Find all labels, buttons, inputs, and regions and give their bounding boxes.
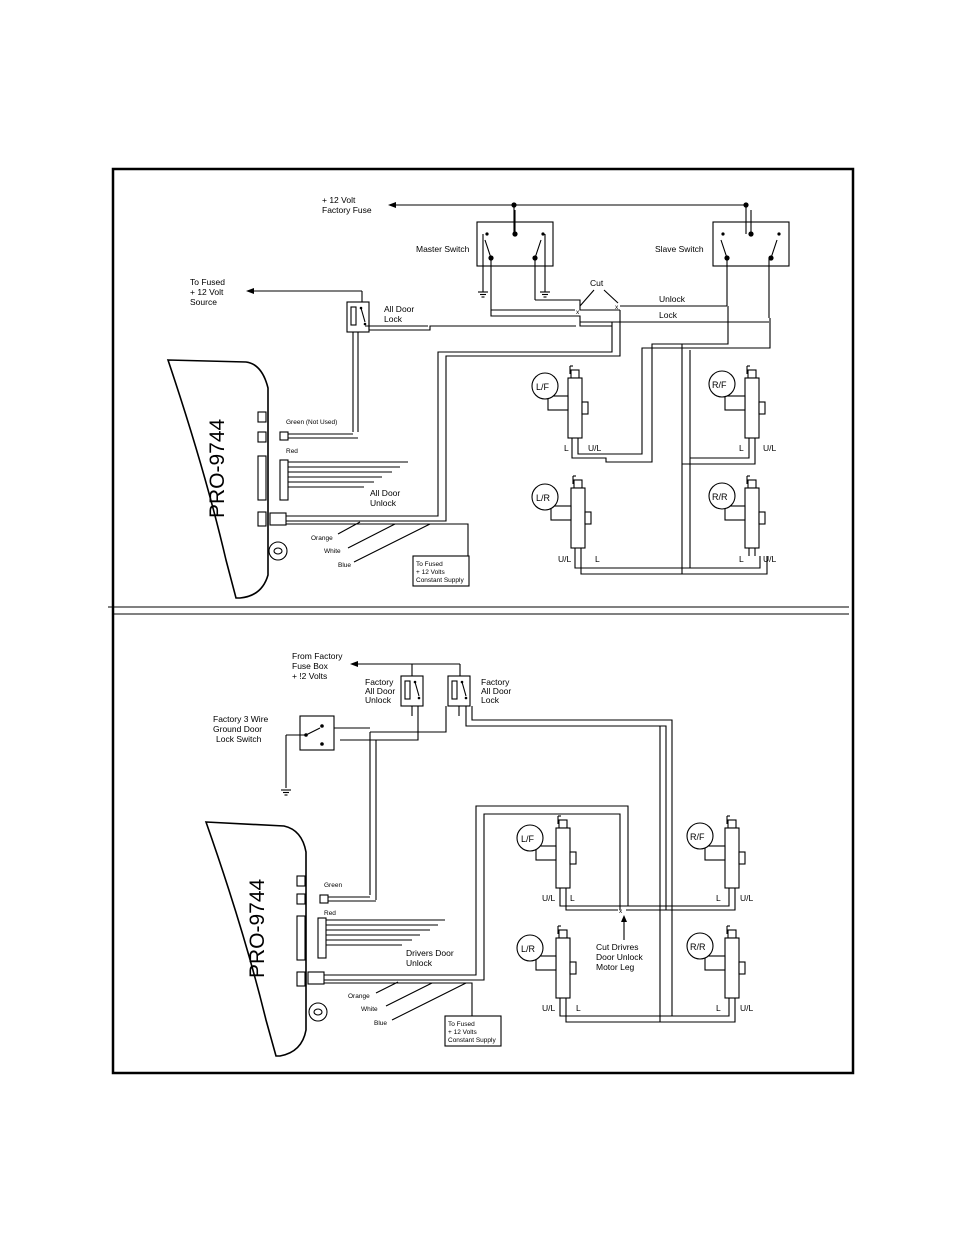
top-blue: Blue [338, 562, 351, 569]
bottom-lf-ul: U/L [542, 893, 556, 903]
bottom-supply-1: To Fused [448, 1021, 475, 1028]
top-red: Red [286, 448, 298, 455]
top-rr-ul: U/L [763, 554, 777, 564]
outer-frame [111, 167, 855, 1075]
top-door-lr: L/R [536, 493, 551, 503]
top-rf-ul: U/L [763, 443, 777, 453]
svg-text:x: x [619, 908, 623, 915]
fuse-box-1: From Factory [292, 651, 343, 661]
factory-lock-3: Lock [481, 695, 500, 705]
top-rr-l: L [739, 554, 744, 564]
bottom-door-rf: R/F [690, 832, 705, 842]
fused-source-3: Source [190, 297, 217, 307]
all-door-unlock-1: All Door [370, 488, 400, 498]
all-door-unlock-2: Unlock [370, 498, 397, 508]
bottom-rf-ul: U/L [740, 893, 754, 903]
master-switch [476, 209, 554, 267]
module-bottom: PRO-9744 [204, 821, 328, 1057]
bottom-rf-l: L [716, 893, 721, 903]
top-lf-ul: U/L [588, 443, 602, 453]
top-lr-l: L [595, 554, 600, 564]
bottom-lf-l: L [570, 893, 575, 903]
bottom-red: Red [324, 910, 336, 917]
ground-switch-2: Ground Door [213, 724, 262, 734]
slave-switch-label: Slave Switch [655, 244, 704, 254]
fuse-box-2: Fuse Box [292, 661, 329, 671]
fuse-box-3: + !2 Volts [292, 671, 327, 681]
factory-unlock-3: Unlock [365, 695, 392, 705]
bottom-white: White [361, 1006, 378, 1013]
factory-unlock-2: All Door [365, 686, 395, 696]
ground-switch [299, 715, 335, 751]
svg-text:x: x [615, 304, 619, 311]
bottom-orange: Orange [348, 993, 370, 1000]
factory-unlock-1: Factory [365, 677, 394, 687]
actuator-bottom-rr [704, 925, 746, 1007]
actuator-top-lr [550, 475, 592, 557]
cut-note-2: Door Unlock [596, 952, 644, 962]
bottom-supply-3: Constant Supply [448, 1037, 496, 1044]
top-fuse-label-1: + 12 Volt [322, 195, 356, 205]
top-panel: + 12 Volt Factory Fuse Master Switch Sla… [166, 195, 790, 599]
all-door-lock-1: All Door [384, 304, 414, 314]
top-lf-l: L [564, 443, 569, 453]
top-door-rf: R/F [712, 380, 727, 390]
drivers-unlock-1: Drivers Door [406, 948, 454, 958]
module-top-label: PRO-9744 [206, 418, 229, 518]
top-lr-ul: U/L [558, 554, 572, 564]
cut-note-3: Motor Leg [596, 962, 635, 972]
factory-unlock-relay [400, 675, 424, 707]
unlock-label: Unlock [659, 294, 686, 304]
bottom-lr-ul: U/L [542, 1003, 556, 1013]
bottom-door-rr: R/R [690, 942, 706, 952]
top-door-lf: L/F [536, 382, 550, 392]
bottom-rr-ul: U/L [740, 1003, 754, 1013]
green-not-used: Green (Not Used) [286, 419, 337, 426]
bottom-door-lf: L/F [521, 834, 535, 844]
ground-switch-3: Lock Switch [216, 734, 262, 744]
drivers-unlock-2: Unlock [406, 958, 433, 968]
top-door-rr: R/R [712, 492, 728, 502]
top-white: White [324, 548, 341, 555]
top-fuse-label-2: Factory Fuse [322, 205, 372, 215]
bottom-green: Green [324, 882, 342, 889]
ground-switch-1: Factory 3 Wire [213, 714, 269, 724]
actuator-bottom-lr [535, 925, 577, 1007]
actuator-bottom-lf [535, 815, 577, 897]
top-orange: Orange [311, 535, 333, 542]
all-door-lock-2: Lock [384, 314, 403, 324]
all-door-lock-relay [346, 301, 370, 333]
fused-source-1: To Fused [190, 277, 225, 287]
svg-text:x: x [576, 309, 580, 316]
actuator-bottom-rf [704, 815, 746, 897]
bottom-supply-2: + 12 Volts [448, 1029, 477, 1036]
factory-lock-1: Factory [481, 677, 510, 687]
bottom-door-lr: L/R [521, 944, 536, 954]
lock-label: Lock [659, 310, 678, 320]
bottom-panel: From Factory Fuse Box + !2 Volts Factory… [204, 651, 754, 1057]
top-supply-2: + 12 Volts [416, 569, 445, 576]
module-bottom-label: PRO-9744 [246, 878, 269, 978]
cut-note-1: Cut Drivres [596, 942, 639, 952]
top-supply-1: To Fused [416, 561, 443, 568]
bottom-rf-l2: L [716, 1003, 721, 1013]
top-rf-l: L [739, 443, 744, 453]
master-switch-label: Master Switch [416, 244, 470, 254]
factory-lock-2: All Door [481, 686, 511, 696]
factory-lock-relay [447, 675, 471, 707]
top-supply-3: Constant Supply [416, 577, 464, 584]
slave-switch [712, 209, 790, 267]
fused-source-2: + 12 Volt [190, 287, 224, 297]
bottom-blue: Blue [374, 1020, 387, 1027]
module-top: PRO-9744 [166, 359, 288, 599]
cut-label: Cut [590, 278, 604, 288]
bottom-lr-l: L [576, 1003, 581, 1013]
